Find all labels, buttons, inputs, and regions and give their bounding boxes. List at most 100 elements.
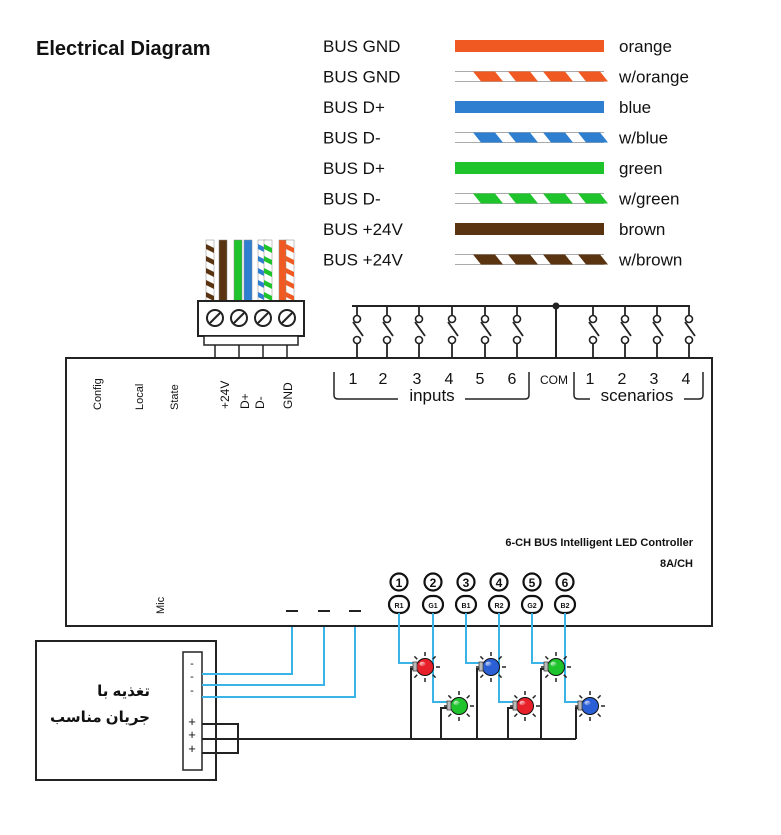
- legend-color-name: w/blue: [618, 129, 668, 148]
- input-number: 2: [379, 371, 388, 388]
- legend-bus-label: BUS D+: [323, 159, 385, 178]
- channel-number: 1: [396, 576, 403, 590]
- legend-wire-striped: [455, 132, 608, 143]
- status-label: Config: [92, 378, 104, 410]
- controller-rating: 8A/CH: [660, 558, 693, 570]
- power-supply-label-line1: تغذیه با: [97, 683, 150, 700]
- channel-code: B1: [462, 603, 471, 610]
- channel-badge: 2G1: [421, 572, 445, 615]
- legend-bus-label: BUS +24V: [323, 220, 404, 239]
- bus-wire-stub: [233, 239, 243, 302]
- status-label: Local: [134, 384, 146, 410]
- legend-wire-striped: [455, 193, 608, 204]
- channel-signal-wire: [465, 613, 481, 664]
- legend-bus-label: BUS D-: [323, 129, 381, 148]
- terminal-screw-icon: [230, 309, 248, 327]
- legend-color-name: green: [619, 159, 662, 178]
- led-return-wire: [540, 668, 547, 739]
- terminal-label: D+: [238, 393, 252, 409]
- led-bulb-icon: [541, 652, 571, 682]
- led-return-wire: [507, 707, 516, 739]
- terminal-label: D-: [253, 396, 267, 409]
- psu-minus-mark: -: [190, 658, 194, 670]
- terminal-label: GND: [281, 382, 295, 409]
- channel-number: 2: [430, 576, 437, 590]
- status-labels: Config Local State: [92, 378, 181, 410]
- channel-signal-wire: [432, 613, 449, 703]
- legend-bus-label: BUS +24V: [323, 251, 404, 270]
- legend-wire-solid: [455, 40, 604, 52]
- led-bulb-icon: [444, 691, 474, 721]
- channel-number: 5: [529, 576, 536, 590]
- psu-minus-mark: -: [190, 671, 194, 683]
- power-supply-label-line2: جریان مناسب: [50, 709, 150, 726]
- com-label: COM: [540, 373, 568, 387]
- legend-bus-label: BUS D-: [323, 190, 381, 209]
- bus-wire-stub: [285, 239, 295, 302]
- switch-symbol-icon: [480, 306, 492, 358]
- led-indicators: [410, 652, 605, 721]
- switch-inputs: [352, 302, 696, 358]
- scenarios-label: scenarios: [601, 386, 674, 405]
- psu-plus-mark: +: [188, 727, 196, 742]
- power-supply: تغذیه با جریان مناسب ---+++: [35, 640, 217, 781]
- legend-wire-striped: [455, 254, 608, 265]
- psu-plus-mark: +: [188, 714, 196, 729]
- terminal-screw-icon: [254, 309, 272, 327]
- legend-color-name: blue: [619, 98, 651, 117]
- channel-number: 4: [496, 576, 503, 590]
- led-bulb-icon: [476, 652, 506, 682]
- controller-name: 6-CH BUS Intelligent LED Controller: [505, 537, 693, 549]
- led-return-wire: [575, 707, 581, 739]
- mic-label: Mic: [155, 596, 167, 614]
- inputs-bracket: [465, 372, 530, 400]
- switch-symbol-icon: [414, 306, 426, 358]
- channel-signal-wire: [398, 613, 415, 664]
- led-bulb-icon: [410, 652, 440, 682]
- led-return-wire: [476, 668, 482, 739]
- switch-symbol-icon: [620, 306, 632, 358]
- bus-wire-stub: [243, 239, 253, 302]
- channel-signal-wire: [531, 613, 546, 664]
- legend-color-name: w/orange: [618, 68, 689, 87]
- channel-number: 3: [463, 576, 470, 590]
- psu-signal-wire: [202, 627, 293, 675]
- input-number: 1: [349, 371, 358, 388]
- scenario-number: 2: [618, 371, 627, 388]
- channel-signal-wire: [564, 613, 580, 703]
- channel-code: R2: [495, 603, 504, 610]
- legend-wire-solid: [455, 101, 604, 113]
- psu-minus-mark: -: [190, 685, 194, 697]
- inputs-label: inputs: [409, 386, 454, 405]
- channel-code: G1: [428, 603, 437, 610]
- scenario-number: 1: [586, 371, 595, 388]
- switch-symbol-icon: [382, 306, 394, 358]
- legend-color-name: w/brown: [618, 251, 682, 270]
- terminal-screw-icon: [206, 309, 224, 327]
- channel-code: G2: [527, 603, 536, 610]
- channel-code: R1: [395, 603, 404, 610]
- bus-wire-stub: [218, 239, 228, 302]
- legend-color-name: w/green: [618, 190, 679, 209]
- status-label: State: [169, 384, 181, 410]
- legend-color-name: brown: [619, 220, 665, 239]
- controller-box: [65, 357, 713, 627]
- led-bulb-icon: [575, 691, 605, 721]
- legend-wire-solid: [455, 162, 604, 174]
- bus-wire-stub: [205, 239, 215, 302]
- switch-symbol-icon: [447, 306, 459, 358]
- psu-signal-wire: [202, 627, 325, 686]
- psu-signal-wire: [202, 627, 356, 698]
- led-return-wire: [410, 668, 416, 739]
- legend-wire-striped: [455, 71, 608, 82]
- bus-terminal-block: [197, 300, 305, 358]
- switch-symbol-icon: [684, 306, 696, 358]
- input-number: 6: [508, 371, 517, 388]
- channel-code: B2: [561, 603, 570, 610]
- switch-symbol-icon: [588, 306, 600, 358]
